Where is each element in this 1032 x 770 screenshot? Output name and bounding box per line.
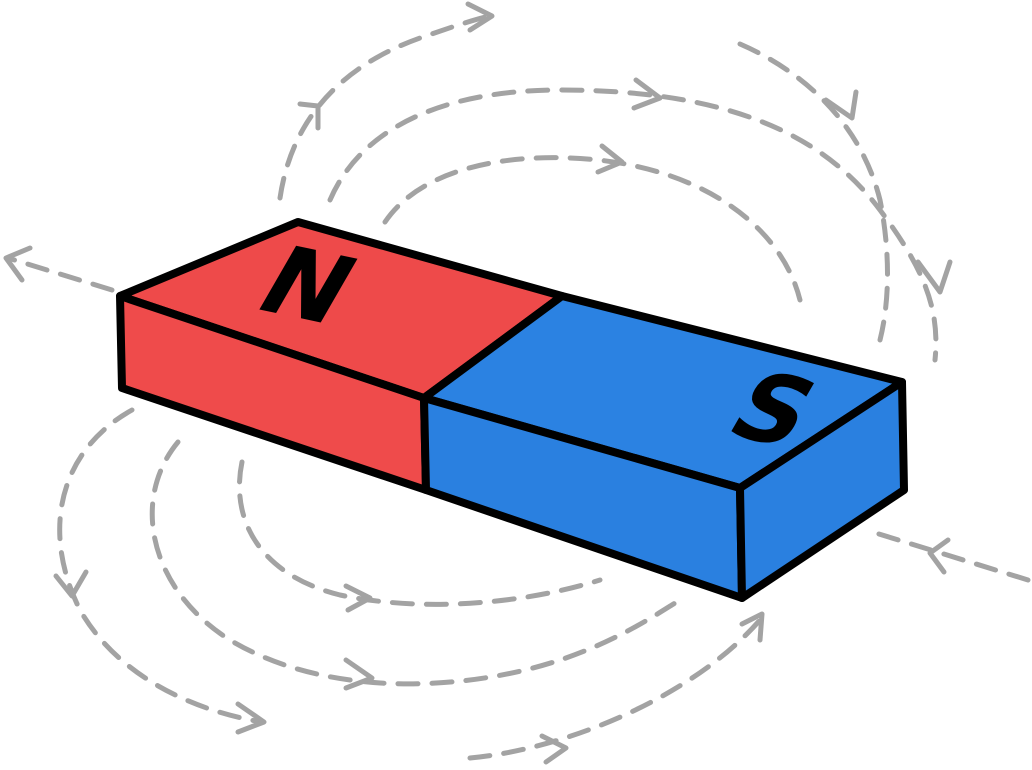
field-line-bottom-outer (57, 407, 265, 725)
bar-magnet: N S (116, 218, 908, 602)
arrowhead-icon (823, 89, 859, 121)
pole-divider (420, 394, 430, 494)
arrowhead-icon (915, 259, 953, 295)
field-line-bottom-middle (149, 439, 683, 687)
arrowhead-icon (297, 101, 321, 131)
arrowhead-icon (539, 733, 569, 765)
field-lines-top (277, 1, 953, 363)
arrowhead-icon (235, 701, 267, 735)
arrowhead-icon (343, 583, 373, 613)
arrowhead-icon (739, 611, 765, 643)
field-line-top-inner (382, 155, 803, 303)
arrowhead-icon (465, 1, 495, 33)
field-line-top-outer (277, 13, 493, 201)
field-line-bottom-inner (236, 459, 603, 607)
arrowhead-icon (343, 657, 375, 691)
arrowhead-icon (631, 77, 663, 111)
field-line-top-right (737, 41, 890, 343)
field-line-top-middle (327, 87, 939, 363)
magnet-south-end-face (736, 378, 908, 602)
arrowhead-icon (927, 537, 951, 575)
field-lines-sides (3, 245, 1031, 583)
field-line-left-axis (5, 255, 115, 293)
field-line-bottom-lowest (467, 617, 763, 761)
arrowhead-icon (53, 569, 89, 599)
arrowhead-icon (595, 143, 625, 175)
arrowhead-icon (3, 245, 33, 283)
field-lines-bottom (53, 407, 765, 765)
field-line-right-axis (863, 527, 1031, 583)
